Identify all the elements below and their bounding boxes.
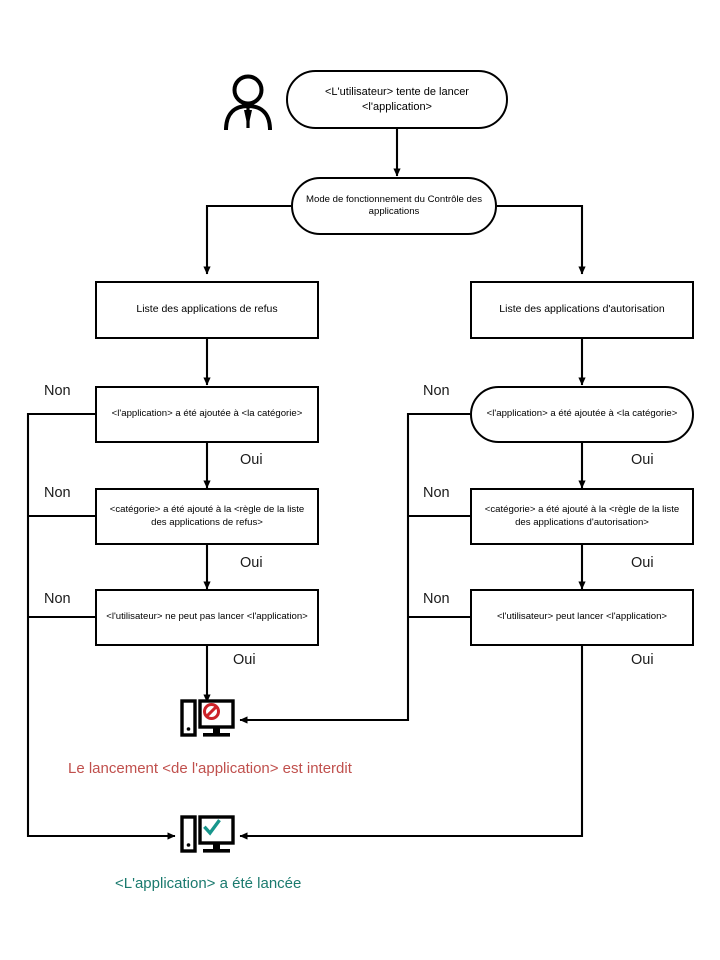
node-deny-list[interactable]: Liste des applications de refus (95, 281, 319, 339)
node-start-label: <L'utilisateur> tente de lancer <l'appli… (325, 86, 469, 113)
node-allow-q3-label: <l'utilisateur> peut lancer <l'applicati… (496, 611, 668, 623)
edge-label-left-oui-1: Oui (240, 452, 263, 468)
node-allow-q2-label: <catégorie> a été ajouté à la <règle de … (484, 504, 680, 528)
user-icon (220, 70, 276, 132)
edge-allow-q3-oui (239, 646, 584, 840)
monitor-allowed-icon (180, 814, 235, 860)
node-allow-q3[interactable]: <l'utilisateur> peut lancer <l'applicati… (470, 589, 694, 646)
edge-label-left-non-1: Non (44, 383, 71, 399)
edge-label-right-oui-1: Oui (631, 452, 654, 468)
edge-label-right-non-3: Non (423, 591, 450, 607)
node-allow-q1[interactable]: <l'application> a été ajoutée à <la caté… (470, 386, 694, 443)
edge-mode-to-denylist (203, 204, 291, 275)
node-start[interactable]: <L'utilisateur> tente de lancer <l'appli… (286, 70, 508, 129)
node-deny-q2-label: <catégorie> a été ajouté à la <règle de … (109, 504, 305, 528)
node-allow-q1-label: <l'application> a été ajoutée à <la caté… (486, 408, 678, 420)
edge-label-right-oui-2: Oui (631, 555, 654, 571)
node-deny-q3-label: <l'utilisateur> ne peut pas lancer <l'ap… (106, 611, 308, 623)
node-deny-q1[interactable]: <l'application> a été ajoutée à <la caté… (95, 386, 319, 443)
edge-label-right-non-1: Non (423, 383, 450, 399)
denied-outcome-text: Le lancement <de l'application> est inte… (68, 760, 352, 777)
node-allow-q2[interactable]: <catégorie> a été ajouté à la <règle de … (470, 488, 694, 545)
edge-label-right-oui-3: Oui (631, 652, 654, 668)
edge-mode-to-allowlist (497, 204, 586, 275)
edge-label-right-non-2: Non (423, 485, 450, 501)
edge-label-left-non-3: Non (44, 591, 71, 607)
edge-label-left-oui-3: Oui (233, 652, 256, 668)
node-deny-q2[interactable]: <catégorie> a été ajouté à la <règle de … (95, 488, 319, 545)
node-mode-label: Mode de fonctionnement du Contrôle des a… (306, 193, 482, 217)
launched-outcome-text: <L'application> a été lancée (115, 875, 302, 892)
edge-allow-q1-non (239, 412, 470, 724)
edge-label-left-non-2: Non (44, 485, 71, 501)
node-allow-list[interactable]: Liste des applications d'autorisation (470, 281, 694, 339)
node-mode[interactable]: Mode de fonctionnement du Contrôle des a… (291, 177, 497, 235)
edge-label-left-oui-2: Oui (240, 555, 263, 571)
monitor-blocked-icon (180, 698, 235, 744)
node-deny-list-label: Liste des applications de refus (136, 303, 278, 316)
node-deny-q1-label: <l'application> a été ajoutée à <la caté… (111, 408, 303, 420)
node-allow-list-label: Liste des applications d'autorisation (499, 303, 665, 316)
edge-deny-q1-non (26, 412, 176, 840)
node-deny-q3[interactable]: <l'utilisateur> ne peut pas lancer <l'ap… (95, 589, 319, 646)
